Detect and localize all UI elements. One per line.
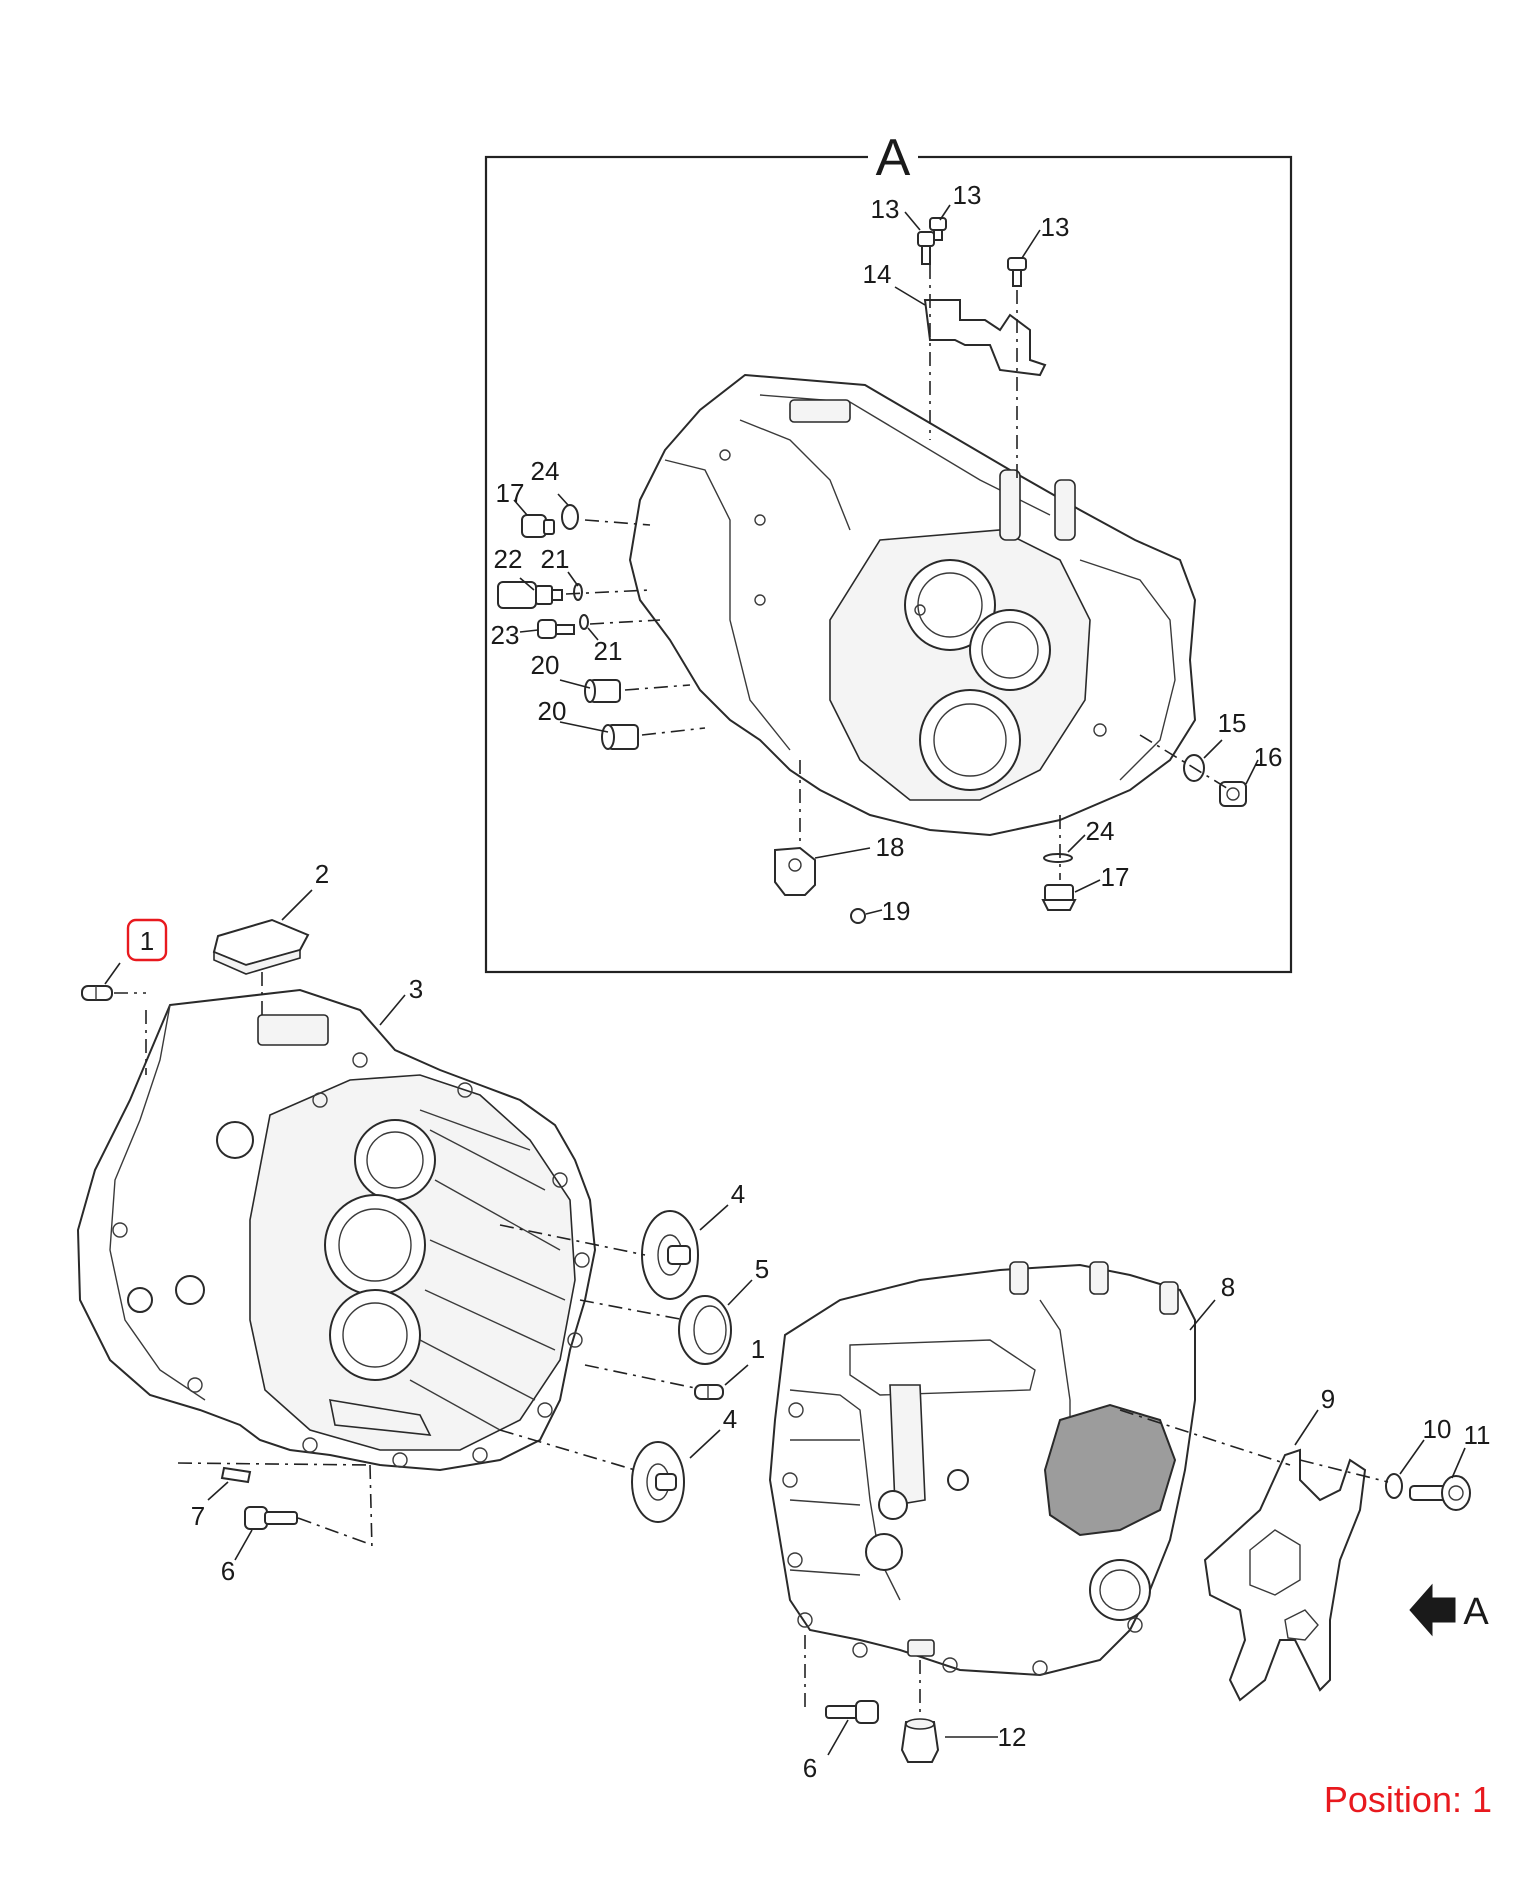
position-indicator: Position: 1 xyxy=(1324,1779,1492,1820)
callout-1-top: 1 xyxy=(140,926,154,956)
callout-7: 7 xyxy=(191,1501,205,1531)
plug-17-lower xyxy=(1041,884,1077,911)
callout-22: 22 xyxy=(494,544,523,574)
gearbox-housing xyxy=(768,1261,1196,1677)
sleeve-12 xyxy=(900,1718,940,1763)
seal-24-lower xyxy=(1043,853,1073,863)
callout-4-lower: 4 xyxy=(723,1404,737,1434)
dowel-pin-1-lower xyxy=(694,1384,724,1400)
mounting-bracket xyxy=(923,299,1047,377)
bolt-13-c xyxy=(1007,257,1027,287)
washer-10 xyxy=(1385,1473,1403,1499)
callout-12: 12 xyxy=(998,1722,1027,1752)
seal-24-upper xyxy=(561,504,579,530)
gasket-9 xyxy=(1203,1448,1367,1702)
plug-20-lower xyxy=(601,724,639,750)
detail-view-a: A xyxy=(484,129,1293,974)
position-highlight-box xyxy=(126,918,168,962)
callout-13-c: 13 xyxy=(1041,212,1070,242)
bolt-6-left xyxy=(244,1506,298,1530)
callout-17-top: 17 xyxy=(496,478,525,508)
callout-8: 8 xyxy=(1221,1272,1235,1302)
detail-view-label: A xyxy=(876,129,911,187)
bolt-23 xyxy=(537,619,575,639)
callout-17-bottom: 17 xyxy=(1101,862,1130,892)
callout-20-upper: 20 xyxy=(531,650,560,680)
key-7 xyxy=(220,1466,252,1484)
bolt-19 xyxy=(850,908,866,924)
plug-16 xyxy=(1219,781,1247,807)
callout-4-upper: 4 xyxy=(731,1179,745,1209)
washer-21-upper xyxy=(573,583,583,601)
callout-23: 23 xyxy=(491,620,520,650)
callout-21-lower: 21 xyxy=(594,636,623,666)
callout-13-b: 13 xyxy=(953,180,982,210)
callout-6-left: 6 xyxy=(221,1556,235,1586)
callout-1-lower: 1 xyxy=(751,1334,765,1364)
callout-15: 15 xyxy=(1218,708,1247,738)
callout-16: 16 xyxy=(1254,742,1283,772)
callout-11: 11 xyxy=(1464,1420,1491,1450)
callout-2: 2 xyxy=(315,859,329,889)
bolt-13-b xyxy=(929,217,947,241)
bolt-13-a xyxy=(917,231,935,265)
callout-24-bottom: 24 xyxy=(1086,816,1115,846)
switch-22 xyxy=(497,581,563,609)
sensor-18 xyxy=(774,846,816,896)
callout-14: 14 xyxy=(863,259,892,289)
callout-19: 19 xyxy=(882,896,911,926)
washer-21-lower xyxy=(579,614,589,630)
plug-20-upper xyxy=(584,679,621,703)
seal-ring-5 xyxy=(678,1295,732,1365)
view-arrow-label: A xyxy=(1463,1591,1489,1633)
seal-4-upper xyxy=(641,1210,699,1300)
breather-cap-2 xyxy=(212,918,310,975)
callout-21-upper: 21 xyxy=(541,544,570,574)
callout-13-a: 13 xyxy=(871,194,900,224)
view-direction-arrow: A xyxy=(1409,1583,1489,1637)
callout-3: 3 xyxy=(409,974,423,1004)
callout-18: 18 xyxy=(876,832,905,862)
callout-6-right: 6 xyxy=(803,1753,817,1783)
transmission-housing-rear xyxy=(628,373,1197,837)
callout-9: 9 xyxy=(1321,1384,1335,1414)
bolt-11 xyxy=(1409,1475,1471,1511)
dowel-pin-1-top xyxy=(81,985,113,1001)
callout-20-lower: 20 xyxy=(538,696,567,726)
bolt-6-right xyxy=(825,1700,879,1724)
callout-10: 10 xyxy=(1423,1414,1452,1444)
callout-24-top: 24 xyxy=(531,456,560,486)
clutch-housing xyxy=(76,988,597,1472)
plug-17-upper xyxy=(521,514,555,538)
seal-4-lower xyxy=(631,1441,685,1523)
callout-5: 5 xyxy=(755,1254,769,1284)
